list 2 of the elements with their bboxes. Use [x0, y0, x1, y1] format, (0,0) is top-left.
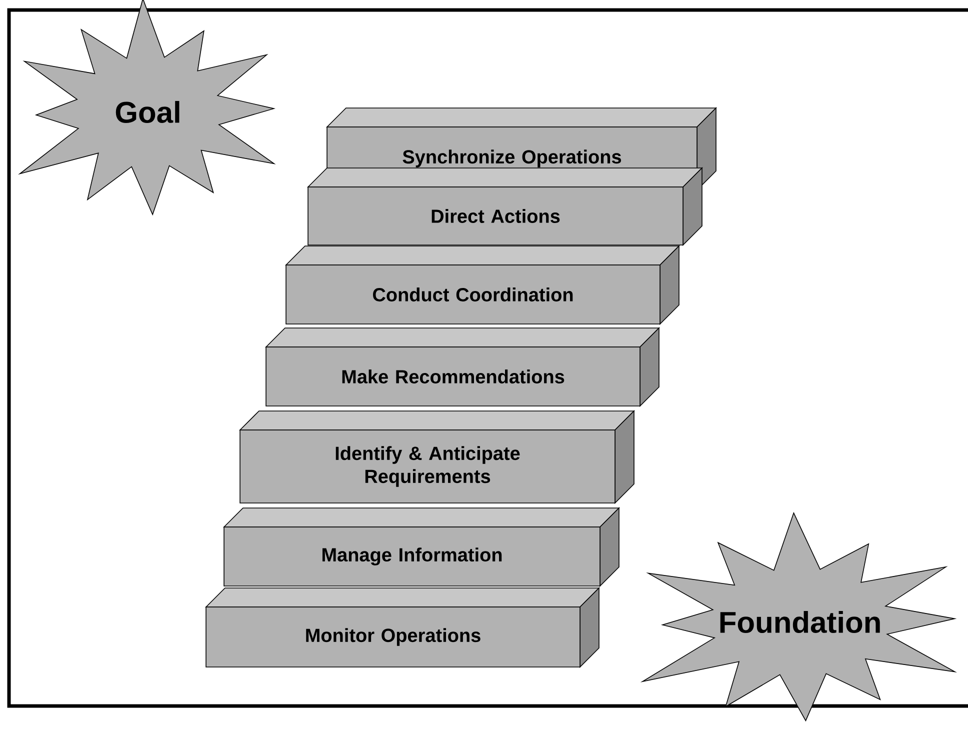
starburst: Goal: [18, 0, 276, 216]
starburst: Foundation: [640, 512, 957, 722]
